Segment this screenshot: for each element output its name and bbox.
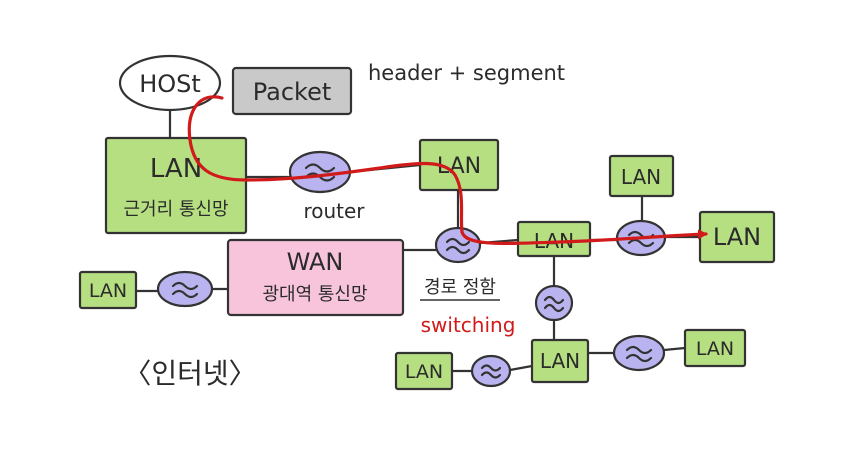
tilde-icon <box>171 281 199 299</box>
lan-korean-label: 근거리 통신망 <box>123 199 228 220</box>
wan-label: WAN <box>287 248 344 276</box>
lan-label: LAN <box>150 154 202 184</box>
router-left <box>156 270 214 308</box>
lan-bottom-left: LAN <box>394 351 454 391</box>
host-node: HOSt <box>118 54 222 112</box>
tilde-icon <box>445 237 471 255</box>
router-bottom-right <box>612 334 666 372</box>
tilde-icon <box>543 295 565 313</box>
svg-text:LAN: LAN <box>540 349 580 373</box>
svg-text:LAN: LAN <box>89 280 127 302</box>
lan-left: LAN <box>78 270 138 310</box>
svg-text:LAN: LAN <box>713 223 761 251</box>
lan-bottom-right: LAN <box>683 328 747 368</box>
router-center <box>434 226 482 264</box>
routing-label: 경로 정함 <box>424 277 496 298</box>
tilde-icon <box>625 345 653 363</box>
packet-route-arrow <box>187 95 708 246</box>
lan-top-center: LAN <box>418 138 500 192</box>
svg-text:LAN: LAN <box>621 165 661 189</box>
lan-destination: LAN <box>698 210 776 264</box>
lan-bottom-center: LAN <box>530 338 590 384</box>
tilde-icon <box>480 364 502 379</box>
lan-top-right: LAN <box>608 154 675 198</box>
packet-label: Packet <box>253 78 332 106</box>
router-label: router <box>303 199 365 223</box>
lan-switching-hub: LAN <box>516 220 592 258</box>
packet-box: Packet <box>231 66 353 116</box>
host-label: HOSt <box>139 70 201 98</box>
svg-text:LAN: LAN <box>405 361 443 383</box>
router-switching <box>534 284 574 322</box>
wan-box: WAN 광대역 통신망 <box>226 238 405 317</box>
switching-label: switching <box>421 313 516 337</box>
lan-local-main: LAN 근거리 통신망 <box>104 136 248 235</box>
router-bottom-left <box>470 354 512 388</box>
svg-text:LAN: LAN <box>696 338 734 360</box>
internet-title: 〈인터넷〉 <box>123 357 256 390</box>
wan-korean-label: 광대역 통신망 <box>262 284 367 305</box>
packet-description: header + segment <box>368 61 565 85</box>
